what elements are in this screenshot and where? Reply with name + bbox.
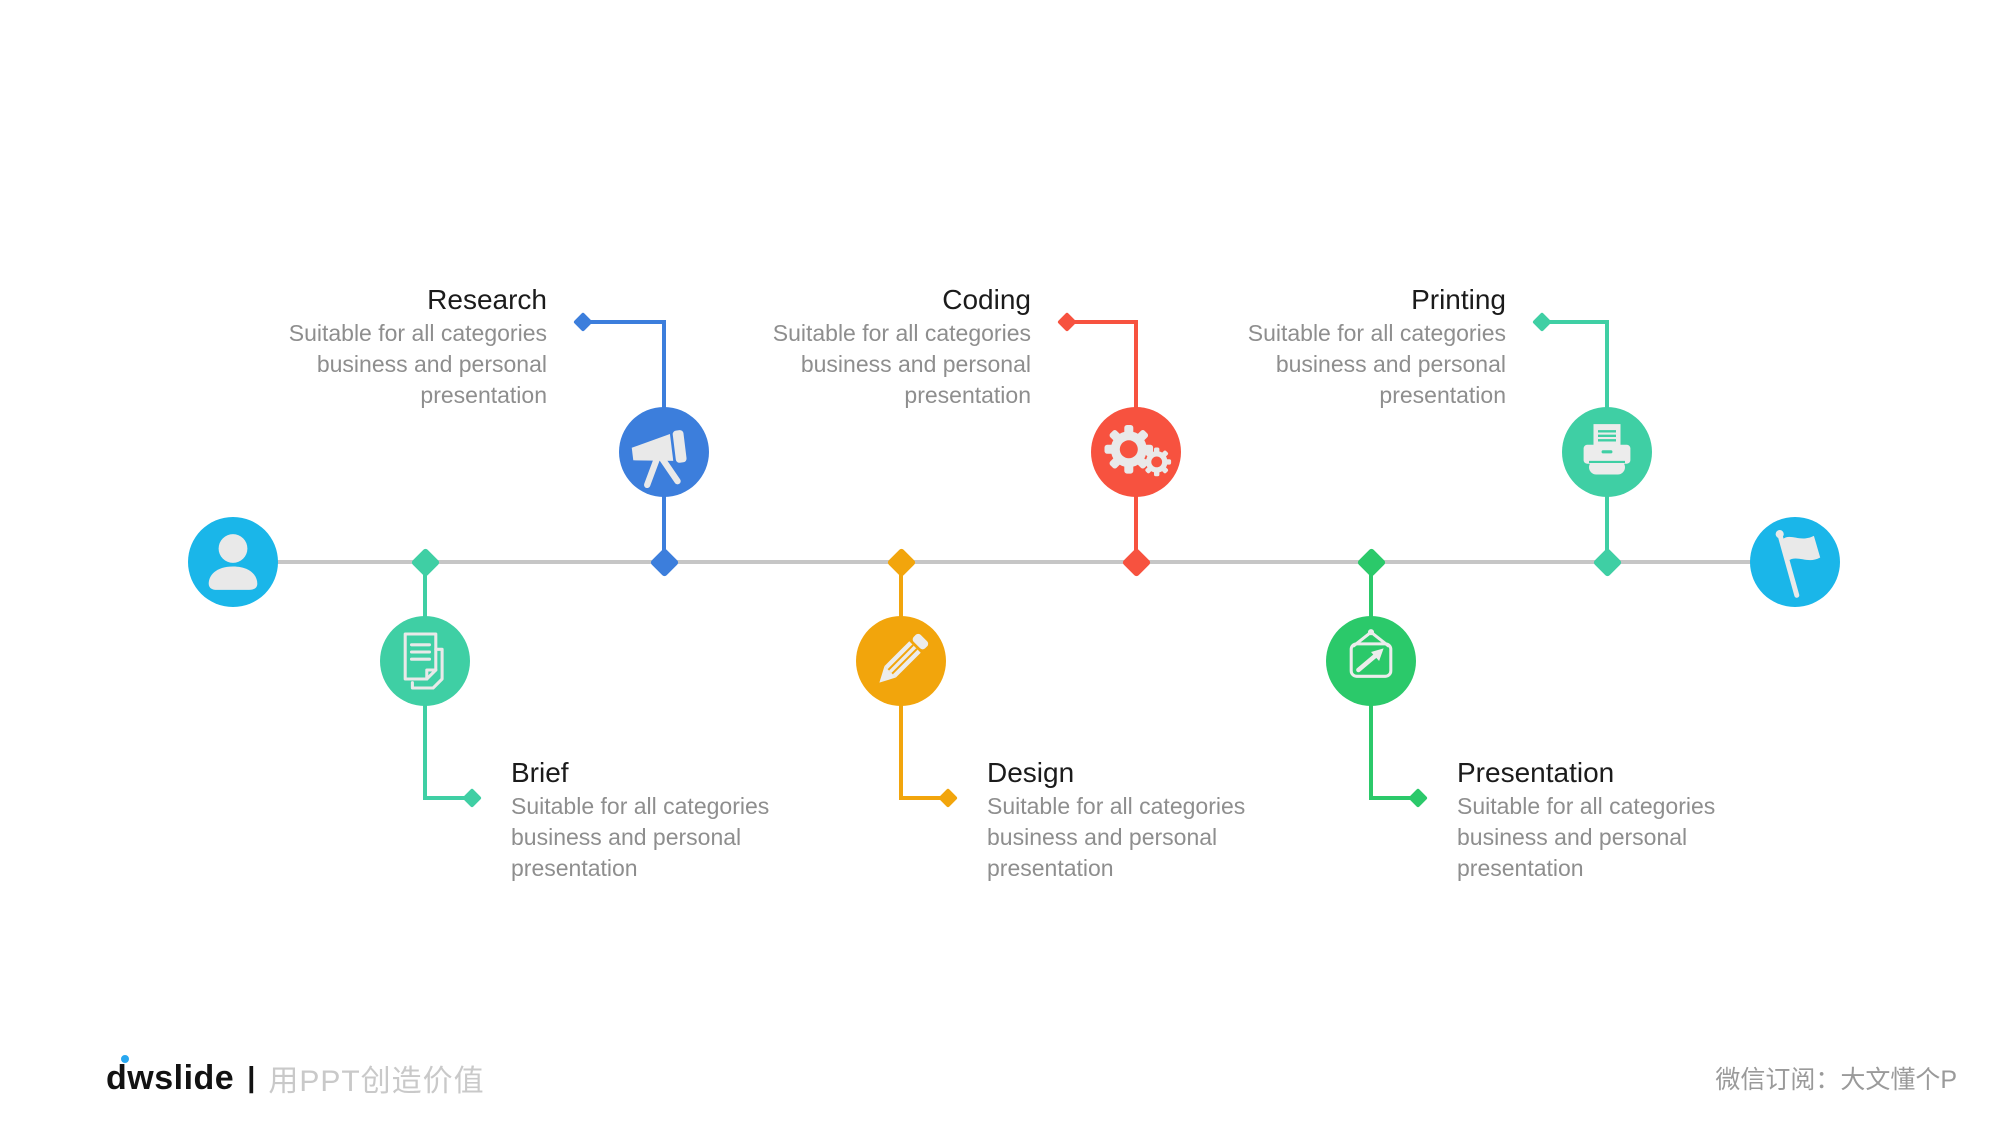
logo-separator: | (247, 1061, 256, 1094)
connector-line (1605, 320, 1609, 562)
milestone-description: Suitable for all categories business and… (1247, 320, 1506, 408)
telescope-icon (631, 430, 687, 489)
milestone-title: Printing (1411, 284, 1506, 315)
wechat-subscription-note: 微信订阅：大文懂个P (1715, 1066, 1957, 1094)
connector-diamond (1532, 312, 1552, 332)
connector-line (1134, 320, 1138, 562)
connector-diamond (1408, 788, 1428, 808)
milestone-icon-circle (619, 407, 709, 497)
timeline-end-node (1750, 517, 1840, 607)
milestone-icon-circle (856, 616, 946, 706)
milestone-icon-circle (1091, 407, 1181, 497)
logo-text: dwslide (106, 1058, 235, 1097)
milestone-title: Presentation (1457, 757, 1615, 788)
milestone-title: Research (427, 284, 547, 315)
connector-line (1371, 796, 1418, 800)
brand-logo: dwslide (106, 1054, 235, 1098)
logo-dot-icon (121, 1054, 129, 1063)
connector-diamond (938, 788, 958, 808)
milestone-description: Suitable for all categories business and… (1457, 793, 1716, 881)
connector-diamond (462, 788, 482, 808)
milestone-description: Suitable for all categories business and… (987, 793, 1246, 881)
milestone-description: Suitable for all categories business and… (772, 320, 1031, 408)
milestone-description: Suitable for all categories business and… (288, 320, 547, 408)
connector-line (901, 796, 948, 800)
documents-icon (403, 632, 444, 690)
printer-icon (1583, 424, 1631, 475)
milestone-icon-circle (1326, 616, 1416, 706)
connector-line (662, 320, 666, 562)
milestone-title: Brief (511, 757, 569, 788)
connector-line (423, 562, 427, 800)
brand-tagline: 用PPT创造价值 (268, 1065, 485, 1098)
connector-line (1067, 320, 1136, 324)
timeline-start-node (188, 517, 278, 607)
timeline-line (233, 560, 1795, 564)
milestone-title: Coding (942, 284, 1031, 315)
connector-diamond (573, 312, 593, 332)
connector-line (583, 320, 664, 324)
milestone-icon-circle (380, 616, 470, 706)
flag-icon (1775, 530, 1821, 598)
milestone-icon-circle (1562, 407, 1652, 497)
connector-line (1369, 562, 1373, 800)
footer-branding: dwslide | 用PPT创造价值 (106, 1054, 485, 1100)
connector-line (899, 562, 903, 800)
connector-line (1542, 320, 1607, 324)
milestone-description: Suitable for all categories business and… (511, 793, 770, 881)
milestone-title: Design (987, 757, 1075, 788)
presentation-board-icon (1349, 629, 1393, 678)
pencil-icon (879, 633, 929, 683)
connector-diamond (1057, 312, 1077, 332)
gears-icon (1104, 425, 1172, 477)
person-icon (208, 534, 258, 590)
connector-line (425, 796, 472, 800)
